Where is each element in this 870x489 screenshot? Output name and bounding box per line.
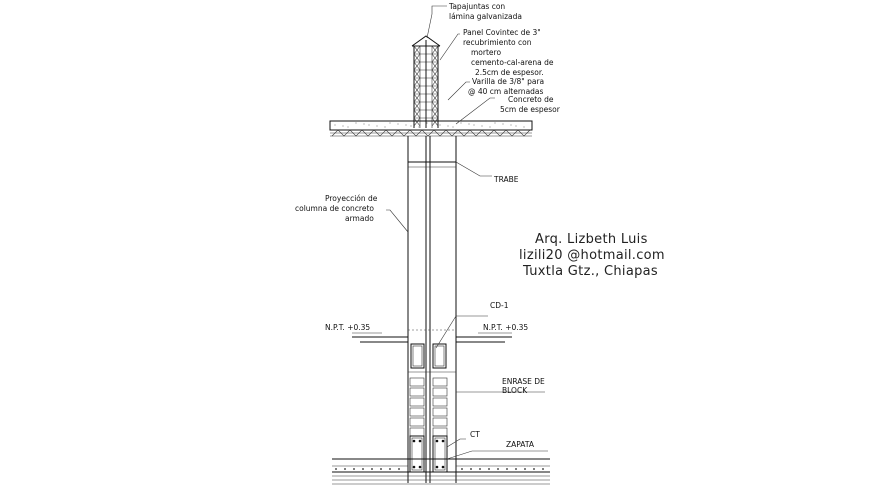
label-tapajuntas-2: lámina galvanizada (449, 12, 522, 21)
label-varilla-2: @ 40 cm alternadas (468, 87, 544, 96)
label-varilla-1: Varilla de 3/8" para (472, 77, 544, 86)
credit-email: lizili20 @hotmail.com (519, 248, 665, 263)
label-proyeccion-1: Proyección de (325, 194, 378, 203)
credit-block: Arq. Lizbeth Luis lizili20 @hotmail.com … (519, 232, 665, 279)
label-trabe: TRABE (493, 175, 519, 184)
leader-lines (352, 5, 548, 460)
label-enrase-1: ENRASE DE (502, 377, 545, 386)
label-proyeccion-3: armado (345, 214, 374, 223)
label-panel-1: Panel Covintec de 3" (463, 28, 541, 37)
label-panel-5: 2.5cm de espesor. (475, 68, 544, 77)
label-npt-left: N.P.T. +0.35 (325, 323, 370, 332)
label-concreto-2: 5cm de espesor (500, 105, 561, 114)
label-tapajuntas-1: Tapajuntas con (448, 2, 505, 11)
label-proyeccion-2: columna de concreto (295, 204, 374, 213)
block-courses (409, 377, 448, 437)
label-panel-2: recubrimiento con (463, 38, 532, 47)
label-panel-3: mortero (471, 48, 501, 57)
column (407, 136, 457, 483)
label-ct: CT (470, 430, 480, 439)
credit-name: Arq. Lizbeth Luis (535, 232, 648, 247)
annotations: Tapajuntas con lámina galvanizada Panel … (295, 2, 561, 449)
label-concreto-1: Concreto de (508, 95, 554, 104)
credit-location: Tuxtla Gtz., Chiapas (522, 264, 658, 279)
covintec-panel (413, 40, 439, 128)
label-cd1: CD-1 (490, 301, 509, 310)
label-zapata: ZAPATA (506, 440, 535, 449)
label-npt-right: N.P.T. +0.35 (483, 323, 528, 332)
label-panel-4: cemento-cal-arena de (471, 58, 554, 67)
concrete-slab (329, 120, 533, 137)
footing (332, 435, 550, 485)
floor-slab (352, 329, 512, 373)
label-enrase-2: BLOCK (502, 386, 528, 395)
